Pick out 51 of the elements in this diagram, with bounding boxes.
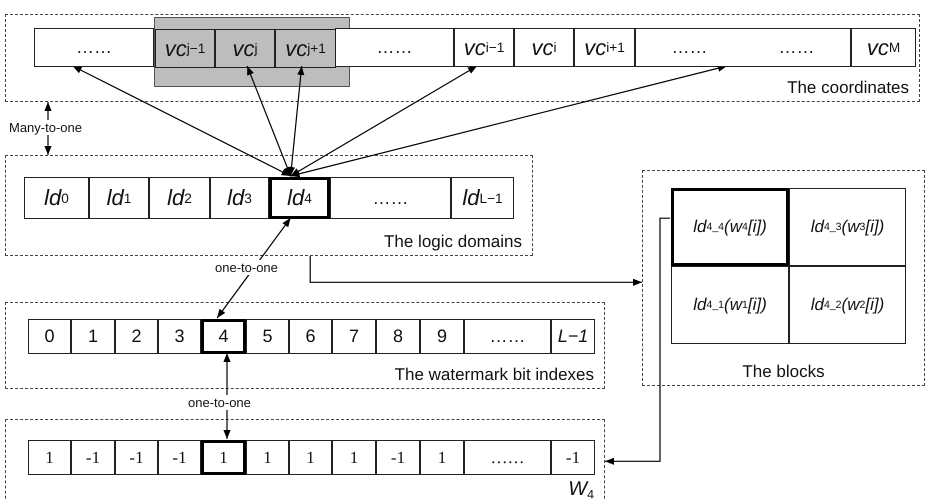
panel-caption: The coordinates: [787, 78, 909, 98]
array-cell: 6: [289, 319, 332, 354]
edge-label: one-to-one: [214, 260, 279, 275]
array-cell: -1: [376, 440, 420, 475]
array-cell: 1: [332, 440, 376, 475]
arrow: [246, 66, 292, 176]
array-cell: ……: [330, 177, 451, 219]
array-cell: 1: [28, 440, 71, 475]
array-cell: 1: [71, 319, 115, 354]
array-cell: 9: [420, 319, 464, 354]
array-cell: 1: [289, 440, 332, 475]
edge-label: one-to-one: [187, 395, 252, 410]
array-cell: 7: [332, 319, 376, 354]
panel-caption: W$_{4}$: [568, 478, 594, 499]
highlight-box: [154, 17, 350, 87]
array-cell: 5: [246, 319, 289, 354]
array-cell: -1: [115, 440, 158, 475]
edge-label: Many-to-one: [8, 120, 83, 135]
dashed-panel: [5, 419, 605, 499]
array-cell: 2: [115, 319, 158, 354]
dashed-panel: [5, 155, 533, 256]
ellipsis: ……: [672, 37, 708, 58]
array-cell: 3: [158, 319, 201, 354]
arrow: [290, 64, 728, 178]
array-cell: -1: [71, 440, 115, 475]
array-cell: 4: [201, 319, 246, 354]
arrow: [605, 218, 670, 465]
panel-caption: The watermark bit indexes: [394, 365, 594, 385]
dashed-panel: [5, 14, 920, 102]
ellipsis: ……: [778, 37, 814, 58]
arrow: [290, 65, 478, 177]
array-cell: [635, 28, 851, 67]
arrow: [72, 65, 291, 177]
dashed-panel: [5, 302, 605, 389]
array-cell: 1: [246, 440, 289, 475]
panel-caption: The logic domains: [384, 232, 522, 252]
array-cell: 0: [28, 319, 71, 354]
array-cell: 8: [376, 319, 420, 354]
array-cell: 1: [201, 440, 246, 475]
arrow: [288, 66, 304, 176]
array-cell: ……: [464, 440, 551, 475]
panel-caption: The blocks: [741, 362, 826, 382]
array-cell: -1: [158, 440, 201, 475]
array-cell: L−1: [551, 319, 595, 354]
array-cell: ……: [464, 319, 551, 354]
array-cell: 1: [420, 440, 464, 475]
array-cell: -1: [551, 440, 595, 475]
arrow: [310, 256, 642, 286]
dashed-panel: [642, 170, 925, 386]
array-cell: ……: [34, 28, 154, 67]
array-cell: ……: [335, 28, 454, 67]
